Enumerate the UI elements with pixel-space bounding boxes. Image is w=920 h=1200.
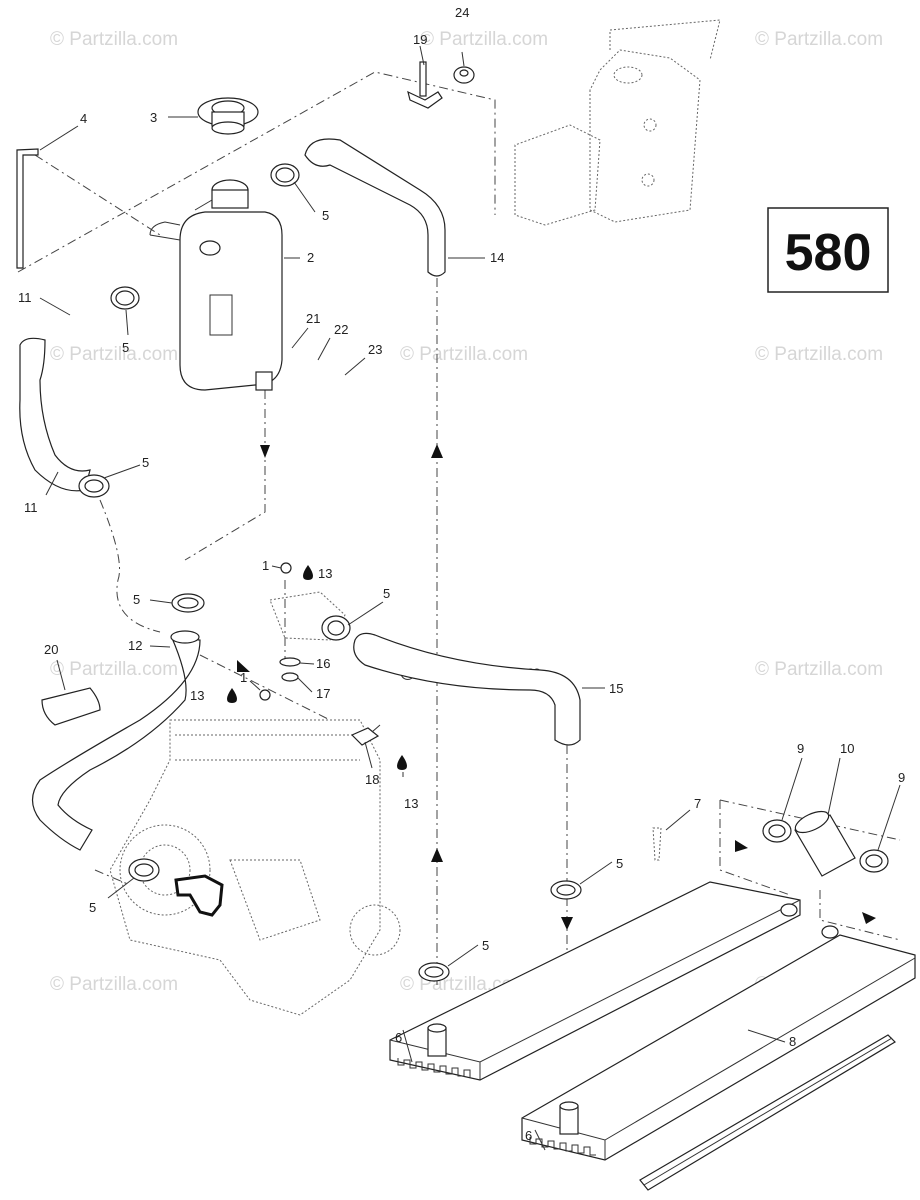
- watermark: © Partzilla.com: [50, 659, 178, 680]
- heat-exchanger-upper: [389, 881, 801, 1081]
- callout-13: 13: [404, 796, 418, 811]
- flow-arrows: [237, 444, 876, 930]
- callout-14: 14: [490, 250, 504, 265]
- drop-icon: [227, 688, 237, 703]
- hose-upper: [304, 138, 446, 277]
- callout-11: 11: [18, 290, 32, 305]
- callout-22: 22: [334, 322, 348, 337]
- arrow-icon: [735, 840, 748, 852]
- drops: [227, 565, 407, 770]
- drain-fitting: [652, 827, 662, 861]
- callout-5: 5: [322, 208, 329, 223]
- callout-6: 6: [395, 1030, 402, 1045]
- callout-5: 5: [482, 938, 489, 953]
- callout-6: 6: [525, 1128, 532, 1143]
- callout-1: 1: [240, 670, 247, 685]
- heat-exchanger-lower: [521, 925, 916, 1161]
- callout-12: 12: [128, 638, 142, 653]
- watermark: © Partzilla.com: [50, 974, 178, 995]
- drop-icon: [397, 755, 407, 770]
- watermark: © Partzilla.com: [50, 29, 178, 50]
- clamps: [78, 163, 889, 982]
- callout-5: 5: [383, 586, 390, 601]
- callout-labels: 24 19 3 4 5 2 14 11 5 21 22 23 5 11 1 13…: [18, 5, 905, 1143]
- clamp: [550, 880, 582, 900]
- arrow-down-icon: [561, 917, 573, 930]
- arrow-up-icon: [431, 848, 443, 862]
- arrow-down-icon: [260, 445, 270, 458]
- clamp: [321, 615, 351, 641]
- watermark: © Partzilla.com: [755, 344, 883, 365]
- thermostat-housing: [259, 562, 346, 701]
- radiator-cap: [197, 97, 259, 135]
- callout-9: 9: [797, 741, 804, 756]
- callout-20: 20: [44, 642, 58, 657]
- clamp: [859, 849, 889, 873]
- clamp: [270, 163, 300, 187]
- engine: [109, 719, 401, 1016]
- callout-13: 13: [318, 566, 332, 581]
- leader-lines: [39, 45, 901, 1151]
- watermarks: © Partzilla.com © Partzilla.com © Partzi…: [50, 29, 883, 995]
- callout-7: 7: [694, 796, 701, 811]
- callout-4: 4: [80, 111, 87, 126]
- hose-radiator: [353, 632, 581, 746]
- callout-5: 5: [89, 900, 96, 915]
- connector-tube: [794, 810, 856, 877]
- clamp: [762, 819, 792, 843]
- arrow-up-icon: [431, 444, 443, 458]
- clamp: [110, 286, 140, 310]
- watermark: © Partzilla.com: [400, 344, 528, 365]
- callout-16: 16: [316, 656, 330, 671]
- rubber-strip: [639, 1034, 896, 1191]
- callout-18: 18: [365, 772, 379, 787]
- callout-10: 10: [840, 741, 854, 756]
- page-number: 580: [785, 224, 872, 282]
- callout-9: 9: [898, 770, 905, 785]
- coolant-reservoir: [149, 179, 283, 391]
- callout-3: 3: [150, 110, 157, 125]
- callout-2: 2: [307, 250, 314, 265]
- callout-5: 5: [616, 856, 623, 871]
- clamp: [418, 962, 450, 982]
- callout-23: 23: [368, 342, 382, 357]
- hose-reservoir: [19, 337, 91, 492]
- watermark: © Partzilla.com: [50, 344, 178, 365]
- callout-17: 17: [316, 686, 330, 701]
- callout-8: 8: [789, 1034, 796, 1049]
- callout-11: 11: [24, 500, 38, 515]
- small-hose: [16, 148, 39, 269]
- callout-19: 19: [413, 32, 427, 47]
- arrow-icon: [862, 912, 876, 924]
- callout-1: 1: [262, 558, 269, 573]
- grommet: [453, 66, 475, 84]
- oil-tank: [514, 19, 721, 226]
- callout-21: 21: [306, 311, 320, 326]
- arrow-icon: [237, 660, 250, 672]
- clamp: [128, 858, 160, 882]
- callout-15: 15: [609, 681, 623, 696]
- fitting: [407, 61, 443, 109]
- watermark: © Partzilla.com: [755, 659, 883, 680]
- hose-lower: [31, 630, 201, 851]
- callout-5: 5: [142, 455, 149, 470]
- drop-icon: [303, 565, 313, 580]
- callout-24: 24: [455, 5, 469, 20]
- clamp: [78, 474, 110, 498]
- callout-13: 13: [190, 688, 204, 703]
- hose-coupler: [41, 687, 101, 726]
- page-number-box: 580: [767, 207, 889, 293]
- watermark: © Partzilla.com: [420, 29, 548, 50]
- callout-5: 5: [122, 340, 129, 355]
- temperature-sensor: [350, 724, 381, 746]
- water-outlet: [174, 874, 224, 917]
- watermark: © Partzilla.com: [755, 29, 883, 50]
- clamp: [171, 593, 205, 613]
- callout-5: 5: [133, 592, 140, 607]
